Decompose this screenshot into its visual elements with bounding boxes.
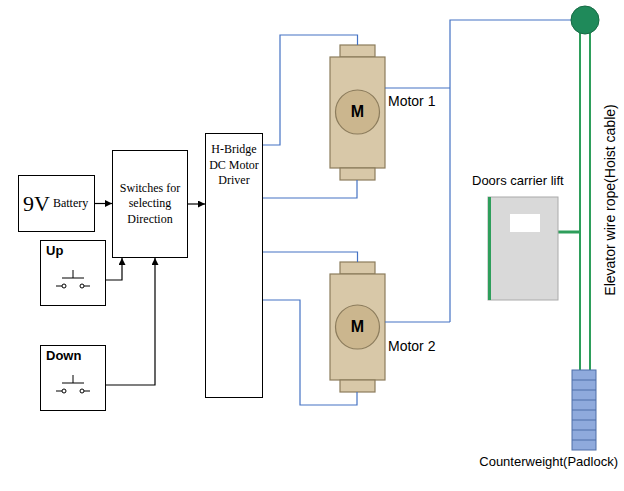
switch-box: Switches for selecting Direction: [112, 150, 188, 258]
motor-body: [330, 262, 385, 392]
battery-box: 9VBattery: [18, 175, 95, 232]
hoist-rope: [589, 20, 591, 372]
button-lead: [56, 391, 62, 392]
connector: [263, 35, 358, 145]
motor-body: [330, 45, 385, 180]
connector: [106, 258, 155, 385]
counterweight-plate: [572, 440, 596, 441]
motor-housing: [330, 274, 385, 380]
node-text: H-Bridge DC Motor Driver: [208, 142, 260, 189]
motor-cap: [340, 262, 375, 274]
node-text: Doors carrier lift: [472, 173, 564, 188]
button-lead: [84, 391, 90, 392]
counterweight-plate: [572, 400, 596, 401]
connector: [263, 252, 358, 262]
driver-box: H-Bridge DC Motor Driver: [205, 133, 263, 398]
button-stem: [73, 270, 74, 278]
button-contact: [80, 284, 84, 288]
counterweight-plate: [572, 420, 596, 421]
counterweight-block: [572, 370, 596, 450]
node-text: Switches for selecting Direction: [117, 181, 183, 228]
lift-hanger: [558, 231, 580, 234]
button-lead: [56, 286, 62, 287]
counterweight-plate: [572, 390, 596, 391]
node-label: Motor 2: [388, 338, 435, 354]
motor-shaft-wire: [385, 87, 450, 88]
drive-wire: [450, 20, 571, 322]
button-contact: [62, 284, 66, 288]
lift-window: [510, 214, 540, 232]
motor-wire: [263, 180, 357, 198]
node-text: M: [330, 318, 385, 336]
counterweight-plate: [572, 380, 596, 381]
rope-label: Elevator wire rope(Hoist cable): [602, 104, 618, 295]
button-box: Down: [40, 345, 106, 411]
connector: [106, 258, 122, 280]
motor-cap: [340, 168, 375, 180]
button-lead: [84, 286, 90, 287]
node-label: Motor 1: [388, 93, 435, 109]
connector: [95, 203, 112, 204]
node-text: M: [330, 103, 385, 121]
motor-cap: [340, 45, 375, 57]
lift-rail: [488, 197, 491, 300]
push-button-symbol: [56, 270, 90, 288]
node-text: Up: [46, 243, 63, 258]
button-box: Up: [40, 240, 106, 306]
pulley: [571, 6, 599, 34]
button-contact: [62, 389, 66, 393]
motor: MMotor 1: [330, 45, 385, 180]
counterweight-plates: [572, 380, 596, 440]
motor: MMotor 2: [330, 262, 385, 392]
node-text: Counterweight(Padlock): [479, 454, 618, 469]
counterweight-plate: [572, 410, 596, 411]
motor-cap: [340, 380, 375, 392]
button-bar: [62, 383, 84, 384]
node-text: 9V: [23, 191, 50, 217]
motor-housing: [330, 57, 385, 168]
connector: [188, 203, 205, 204]
node-label: Battery: [53, 196, 88, 211]
button-bar: [62, 278, 84, 279]
motor-shaft-wire: [385, 321, 450, 322]
lift-car: [488, 197, 558, 300]
motor-wire: [263, 300, 357, 405]
counterweight-plate: [572, 430, 596, 431]
node-text: Down: [46, 348, 81, 363]
counterweight: Counterweight(Padlock): [572, 370, 596, 450]
button-stem: [73, 375, 74, 383]
hoist-rope: [579, 20, 581, 372]
button-contact: [80, 389, 84, 393]
push-button-symbol: [56, 375, 90, 393]
lift-car: Doors carrier lift: [488, 197, 558, 300]
